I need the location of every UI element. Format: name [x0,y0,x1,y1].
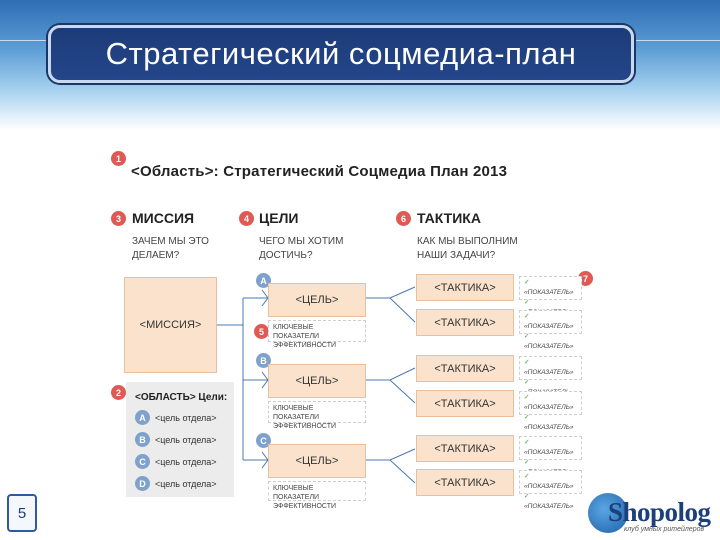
tactic-c1-box: <ТАКТИКА> [416,435,514,462]
area-goals-title: <ОБЛАСТЬ> Цели: [135,392,228,403]
goals-heading: ЦЕЛИ [259,210,299,226]
header-rule-right [632,40,720,41]
area-goal-d-marker: D [135,476,150,491]
metric-item: ✓ «ПОКАЗАТЕЛЬ» [524,359,574,376]
goal-c-kpi: КЛЮЧЕВЫЕ ПОКАЗАТЕЛИ ЭФФЕКТИВНОСТИ [268,481,366,510]
metric-item: ✓ «ПОКАЗАТЕЛЬ» [524,473,574,490]
goal-a-marker: A [256,273,271,288]
kpi-label-line1: КЛЮЧЕВЫЕ ПОКАЗАТЕЛИ [273,405,320,421]
area-goal-c-text: <цель отдела> [155,457,217,467]
slide-title: Стратегический соцмедиа-план [48,25,634,83]
area-goal-d-text: <цель отдела> [155,479,217,489]
header-rule-left [0,40,48,41]
tactic-a1-box: <ТАКТИКА> [416,274,514,301]
metric-item: ✓ «ПОКАЗАТЕЛЬ» [524,414,574,431]
tactic-b2-box: <ТАКТИКА> [416,390,514,417]
goal-c-box: <ЦЕЛЬ> [268,444,366,478]
tactic-a2-box: <ТАКТИКА> [416,309,514,336]
step-marker-2: 2 [111,385,126,400]
mission-heading: МИССИЯ [132,210,195,226]
logo-brand-text: Shopolog [608,497,711,527]
metric-box: ✓ «ПОКАЗАТЕЛЬ» ✓ «ПОКАЗАТЕЛЬ» [519,436,582,476]
logo-tagline: клуб умных ритейлеров [624,526,705,533]
metric-box: ✓ «ПОКАЗАТЕЛЬ» ✓ «ПОКАЗАТЕЛЬ» [519,391,582,431]
area-goal-c-marker: C [135,454,150,469]
area-goal-a-text: <цель отдела> [155,413,217,423]
metric-item: ✓ «ПОКАЗАТЕЛЬ» [524,394,574,411]
goal-b-kpi: КЛЮЧЕВЫЕ ПОКАЗАТЕЛИ ЭФФЕКТИВНОСТИ [268,401,366,430]
metric-box: ✓ «ПОКАЗАТЕЛЬ» ✓ «ПОКАЗАТЕЛЬ» [519,356,582,396]
metric-box: ✓ «ПОКАЗАТЕЛЬ» ✓ «ПОКАЗАТЕЛЬ» [519,310,582,350]
step-marker-4: 4 [239,211,254,226]
area-goals-panel: <ОБЛАСТЬ> Цели: A <цель отдела> B <цель … [126,382,234,497]
step-marker-5: 5 [254,324,269,339]
goals-question-line2: ДОСТИЧЬ? [259,250,313,261]
kpi-label-line2: ЭФФЕКТИВНОСТИ [273,503,337,510]
mission-box: <МИССИЯ> [124,277,217,373]
tactics-heading: ТАКТИКА [417,210,481,226]
kpi-label-line2: ЭФФЕКТИВНОСТИ [273,423,337,430]
mission-question-line2: ДЕЛАЕМ? [132,250,180,261]
area-goal-b-text: <цель отдела> [155,435,217,445]
goals-question-line1: ЧЕГО МЫ ХОТИМ [259,236,344,247]
goal-b-marker: B [256,353,271,368]
tactic-b1-box: <ТАКТИКА> [416,355,514,382]
metric-item: ✓ «ПОКАЗАТЕЛЬ» [524,313,574,330]
page-number: 5 [7,494,37,532]
metric-item: ✓ «ПОКАЗАТЕЛЬ» [524,439,574,456]
goal-b-box: <ЦЕЛЬ> [268,364,366,398]
metric-item: ✓ «ПОКАЗАТЕЛЬ» [524,493,574,510]
goal-c-marker: C [256,433,271,448]
logo-circle-icon [588,493,628,533]
step-marker-1: 1 [111,151,126,166]
mission-question-line1: ЗАЧЕМ МЫ ЭТО [132,236,209,247]
step-marker-6: 6 [396,211,411,226]
metric-item: ✓ «ПОКАЗАТЕЛЬ» [524,279,574,296]
tactic-c2-box: <ТАКТИКА> [416,469,514,496]
metric-box: ✓ «ПОКАЗАТЕЛЬ» ✓ «ПОКАЗАТЕЛЬ» [519,276,582,316]
kpi-label-line1: КЛЮЧЕВЫЕ ПОКАЗАТЕЛИ [273,485,320,501]
goal-a-kpi: КЛЮЧЕВЫЕ ПОКАЗАТЕЛИ ЭФФЕКТИВНОСТИ [268,320,366,349]
metric-item: ✓ «ПОКАЗАТЕЛЬ» [524,333,574,350]
kpi-label-line1: КЛЮЧЕВЫЕ ПОКАЗАТЕЛИ [273,324,320,340]
area-goal-b-marker: B [135,432,150,447]
metric-box: ✓ «ПОКАЗАТЕЛЬ» ✓ «ПОКАЗАТЕЛЬ» [519,470,582,510]
diagram-title: <Область>: Стратегический Соцмедиа План … [131,163,508,180]
tactics-question-line1: КАК МЫ ВЫПОЛНИМ [417,236,518,247]
step-marker-3: 3 [111,211,126,226]
area-goal-a-marker: A [135,410,150,425]
kpi-label-line2: ЭФФЕКТИВНОСТИ [273,342,337,349]
tactics-question-line2: НАШИ ЗАДАЧИ? [417,250,496,261]
goal-a-box: <ЦЕЛЬ> [268,283,366,317]
shopolog-logo: Shopolog клуб умных ритейлеров [588,493,714,537]
